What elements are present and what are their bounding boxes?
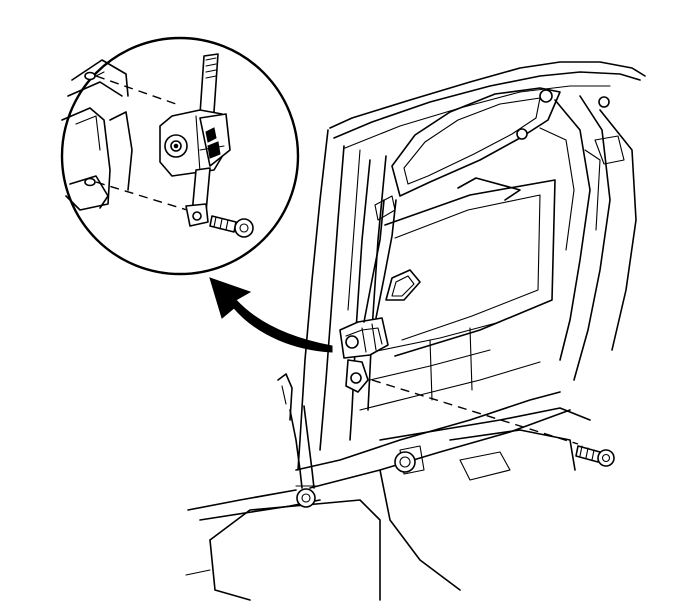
seat-belt-lower-anchor — [277, 373, 319, 508]
inset-lower-hole — [84, 177, 96, 187]
door-opening-frame — [185, 61, 646, 601]
anchor-bolt-head — [296, 488, 316, 508]
rivet-upper-far — [598, 96, 610, 108]
rivet-upper-right — [539, 89, 553, 103]
inset-bolt-head — [234, 218, 254, 238]
seat-belt-retractor — [339, 199, 397, 393]
inset-upper-hole — [84, 71, 96, 81]
floor-grommet — [394, 451, 416, 473]
bolt-hole — [350, 372, 362, 384]
rivet-upper-mid — [516, 128, 528, 140]
callout-arrow — [209, 277, 333, 353]
detail-inset-circle — [60, 36, 300, 276]
retractor-bolt — [371, 379, 615, 467]
